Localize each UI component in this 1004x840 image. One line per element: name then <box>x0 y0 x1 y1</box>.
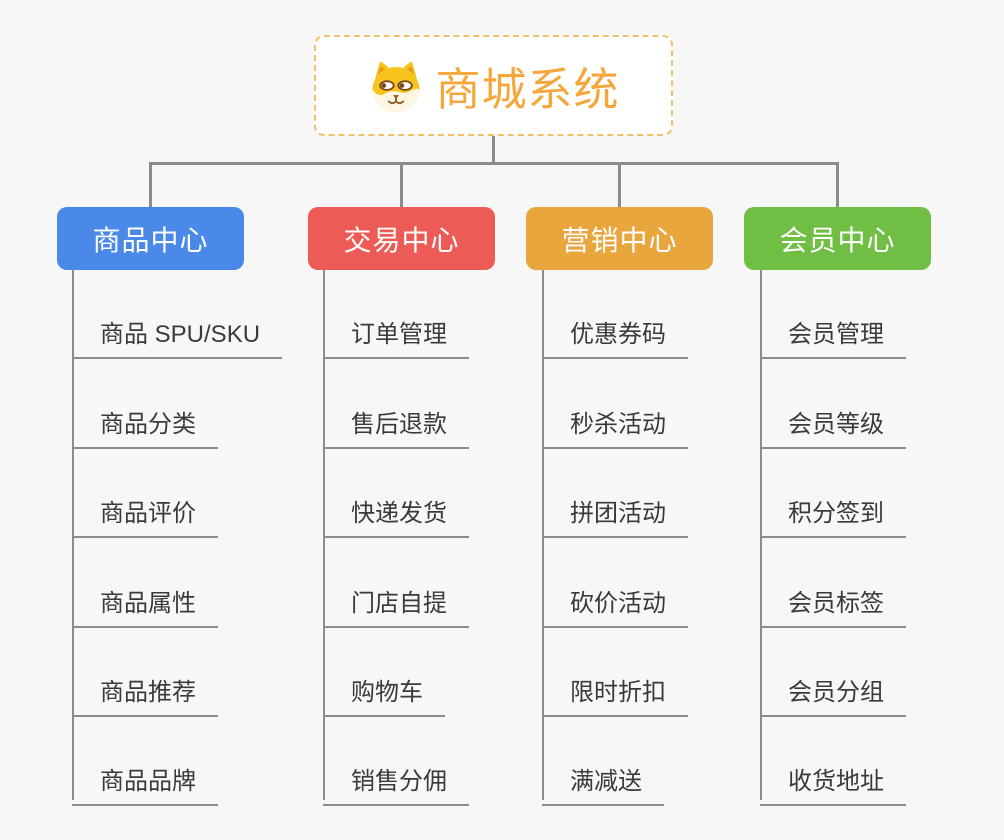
leaf-topic[interactable]: 会员标签 <box>760 538 906 628</box>
branch-topic-product-center[interactable]: 商品中心 <box>57 207 244 270</box>
leaf-topic[interactable]: 销售分佣 <box>323 717 469 807</box>
branch-spine <box>760 270 762 800</box>
leaf-topic[interactable]: 门店自提 <box>323 538 469 628</box>
branch-topic-member-center[interactable]: 会员中心 <box>744 207 931 270</box>
leaf-topic[interactable]: 购物车 <box>323 628 445 717</box>
branch-topic-marketing-center[interactable]: 营销中心 <box>526 207 713 270</box>
branch-spine <box>542 270 544 800</box>
branch-children-member-center: 会员管理 会员等级 积分签到 会员标签 会员分组 收货地址 <box>760 270 906 807</box>
dog-face-icon <box>372 61 421 112</box>
leaf-topic[interactable]: 优惠券码 <box>542 270 688 360</box>
leaf-topic[interactable]: 商品 SPU/SKU <box>72 270 283 360</box>
leaf-topic[interactable]: 商品属性 <box>72 538 218 628</box>
leaf-topic[interactable]: 售后退款 <box>323 359 469 449</box>
leaf-topic[interactable]: 会员管理 <box>760 270 906 360</box>
connector-bus <box>149 162 839 165</box>
branch-children-trade-center: 订单管理 售后退款 快递发货 门店自提 购物车 销售分佣 <box>323 270 469 807</box>
branch-spine <box>72 270 74 800</box>
connector-drop-branch-4 <box>836 162 839 207</box>
leaf-topic[interactable]: 商品分类 <box>72 359 218 449</box>
leaf-topic[interactable]: 限时折扣 <box>542 628 688 717</box>
connector-drop-branch-3 <box>618 162 621 207</box>
leaf-topic[interactable]: 会员等级 <box>760 359 906 449</box>
branch-topic-trade-center[interactable]: 交易中心 <box>308 207 495 270</box>
leaf-topic[interactable]: 秒杀活动 <box>542 359 688 449</box>
branch-children-marketing-center: 优惠券码 秒杀活动 拼团活动 砍价活动 限时折扣 满减送 <box>542 270 688 807</box>
leaf-topic[interactable]: 会员分组 <box>760 628 906 717</box>
root-topic[interactable]: 商城系统 <box>314 35 673 136</box>
branch-spine <box>323 270 325 800</box>
leaf-topic[interactable]: 收货地址 <box>760 717 906 807</box>
leaf-topic[interactable]: 满减送 <box>542 717 664 807</box>
leaf-topic[interactable]: 商品品牌 <box>72 717 218 807</box>
leaf-topic[interactable]: 积分签到 <box>760 449 906 539</box>
leaf-topic[interactable]: 商品评价 <box>72 449 218 539</box>
root-topic-label: 商城系统 <box>435 64 620 115</box>
leaf-topic[interactable]: 订单管理 <box>323 270 469 360</box>
leaf-topic[interactable]: 快递发货 <box>323 449 469 539</box>
connector-drop-branch-1 <box>149 162 152 207</box>
leaf-topic[interactable]: 砍价活动 <box>542 538 688 628</box>
leaf-topic[interactable]: 商品推荐 <box>72 628 218 717</box>
connector-drop-branch-2 <box>400 162 403 207</box>
connector-root-stub <box>492 134 495 163</box>
branch-children-product-center: 商品 SPU/SKU 商品分类 商品评价 商品属性 商品推荐 商品品牌 <box>72 270 283 807</box>
leaf-topic[interactable]: 拼团活动 <box>542 449 688 539</box>
